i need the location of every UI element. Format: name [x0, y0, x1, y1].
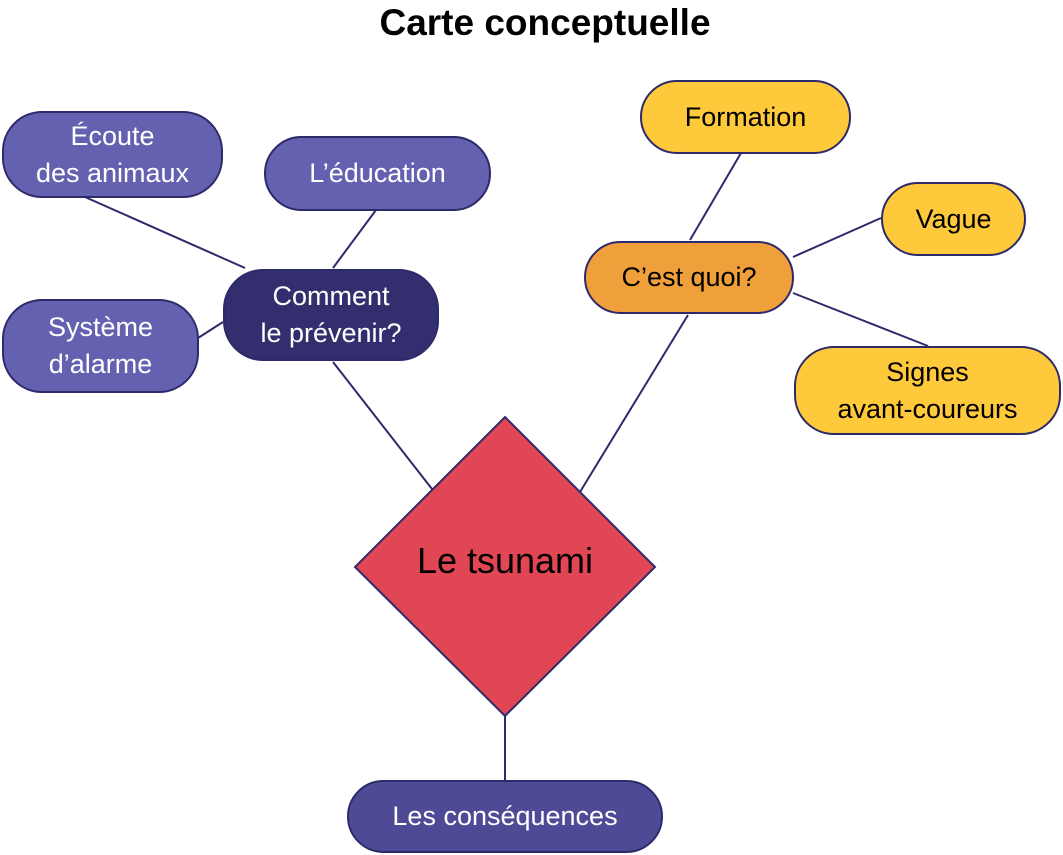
node-line: Comment [272, 281, 390, 311]
node-line: d’alarme [48, 349, 153, 379]
node-formation[interactable]: Formation [640, 80, 851, 154]
edge-vague [792, 217, 882, 258]
node-line: Écoute [70, 120, 155, 151]
edge-signes [792, 292, 929, 347]
edge-prevenir-center [332, 361, 433, 490]
node-line: des animaux [35, 157, 190, 188]
edge-ecoute [84, 196, 246, 269]
node-label: Vague [915, 203, 992, 234]
node-line: Signes [886, 356, 969, 387]
node-line: Système [47, 312, 154, 342]
edge-alarme [197, 321, 224, 339]
center-label: Le tsunami [416, 540, 594, 581]
edge-formation [689, 152, 742, 241]
node-education[interactable]: L’éducation [264, 136, 491, 211]
node-label: C’est quoi? [621, 262, 757, 292]
node-label: Formation [684, 101, 807, 132]
node-comment-prevenir[interactable]: Comment le prévenir? [223, 269, 439, 361]
node-ecoute-des-animaux[interactable]: Écoute des animaux [2, 111, 223, 198]
center-diamond [353, 415, 657, 718]
node-label: L’éducation [309, 158, 446, 188]
node-les-consequences[interactable]: Les conséquences [347, 780, 663, 853]
node-line: avant-coureurs [837, 393, 1018, 424]
edge-education [332, 209, 377, 269]
node-signes-avant-coureurs[interactable]: Signes avant-coureurs [794, 346, 1061, 435]
diagram-title: Carte conceptuelle [379, 2, 711, 43]
edge-quoi-center [579, 314, 689, 493]
node-systeme-alarme[interactable]: Système d’alarme [2, 299, 199, 393]
node-label: Les conséquences [392, 801, 618, 831]
node-vague[interactable]: Vague [881, 182, 1026, 256]
node-line: le prévenir? [260, 318, 402, 348]
node-cest-quoi[interactable]: C’est quoi? [584, 241, 794, 314]
